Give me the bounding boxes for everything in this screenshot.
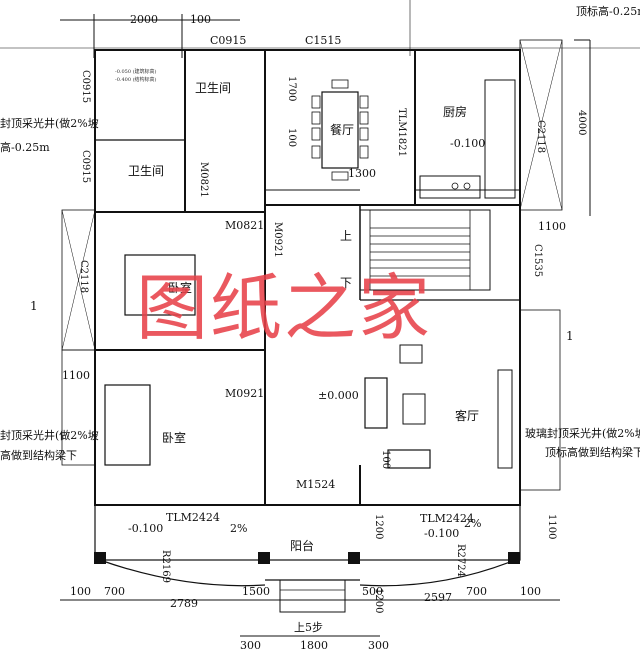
dining-room-label: 餐厅 (330, 123, 355, 137)
dim-300-left: 300 (240, 639, 261, 652)
dim-1200-b: 1200 (373, 588, 384, 614)
door-m0821-bedroom: M0821 (225, 219, 265, 232)
dim-1100-right: 1100 (546, 514, 557, 540)
right-top-note: 顶标高-0.25m (576, 5, 640, 18)
bottom-dim-700-right: 700 (466, 585, 487, 598)
right-note-1: 玻璃封顶采光井(做2%坡 (525, 427, 640, 440)
dim-1100-stair: 1100 (538, 220, 566, 233)
door-m0821-bath: M0821 (198, 162, 209, 198)
kitchen-label: 厨房 (443, 105, 468, 119)
arc-length-2597: 2597 (424, 591, 452, 604)
dim-100: 100 (286, 128, 297, 148)
top-dim-100: 100 (190, 13, 211, 26)
door-tlm2424-left: TLM2424 (166, 511, 220, 524)
section-mark-left: 1 (30, 299, 38, 313)
window-c2118-left: C2118 (78, 260, 89, 294)
window-c1535: C1535 (532, 244, 543, 278)
left-top-note-1: 封顶采光井(做2%坡 (0, 117, 99, 130)
bottom-dim-500: 500 (362, 585, 383, 598)
balcony-right-level: -0.100 (424, 527, 460, 540)
window-c0915-left-1: C0915 (80, 70, 91, 104)
door-m0921-vertical: M0921 (272, 222, 283, 258)
dim-4000: 4000 (576, 110, 587, 136)
dim-1200-a: 1200 (373, 514, 384, 540)
living-level: ±0.000 (318, 389, 359, 402)
window-c2118-right: C2118 (535, 120, 546, 154)
kitchen-level: -0.100 (450, 137, 486, 150)
dim-1300: 1300 (348, 167, 376, 180)
left-bottom-note-2: 高做到结构梁下 (0, 449, 77, 462)
dim-1800: 1800 (300, 639, 328, 652)
door-m1524: M1524 (296, 478, 336, 491)
dim-1700: 1700 (286, 76, 297, 102)
radius-r2169: R2169 (160, 550, 171, 583)
watermark: 图纸之家 (136, 266, 433, 350)
bedroom-upper-label: 卧室 (168, 281, 193, 295)
top-dim-2000: 2000 (130, 13, 158, 26)
door-m0921: M0921 (225, 387, 265, 400)
dim-100-living: 100 (380, 450, 391, 470)
dim-300-right: 300 (368, 639, 389, 652)
left-bottom-note-1: 封顶采光井(做2%坡 (0, 429, 99, 442)
stair-down-label: 下 (340, 276, 353, 290)
bath-note-1: -0.050 (建筑标高) (115, 69, 157, 75)
dim-1100-left: 1100 (62, 369, 90, 382)
window-c0915-left-2: C0915 (80, 150, 91, 184)
window-c0915-top: C0915 (210, 34, 247, 47)
right-note-2: 顶标高做到结构梁下 (545, 446, 640, 459)
living-room-label: 客厅 (455, 409, 480, 423)
bottom-dim-100-left: 100 (70, 585, 91, 598)
bathroom-lower-label: 卫生间 (128, 164, 165, 178)
balcony-left-level: -0.100 (128, 522, 164, 535)
bedroom-lower-label: 卧室 (162, 431, 187, 445)
window-c1515-top: C1515 (305, 34, 342, 47)
steps-label: 上5步 (294, 621, 323, 634)
slope-right: 2% (464, 517, 482, 530)
bottom-dim-700-left: 700 (104, 585, 125, 598)
balcony-label: 阳台 (290, 539, 315, 553)
section-mark-right: 1 (566, 329, 574, 343)
stair-up-label: 上 (340, 229, 353, 243)
bath-note-2: -0.400 (结构标高) (115, 77, 157, 83)
bathroom-upper-label: 卫生间 (195, 81, 232, 95)
arc-length-2789: 2789 (170, 597, 198, 610)
left-top-note-2: 高-0.25m (0, 141, 50, 154)
bottom-dim-1500: 1500 (242, 585, 270, 598)
door-tlm1821: TLM1821 (396, 108, 407, 157)
bottom-dim-100-right: 100 (520, 585, 541, 598)
slope-left: 2% (230, 522, 248, 535)
door-tlm2424-right: TLM2424 (420, 512, 474, 525)
radius-r2724: R2724 (455, 544, 466, 577)
